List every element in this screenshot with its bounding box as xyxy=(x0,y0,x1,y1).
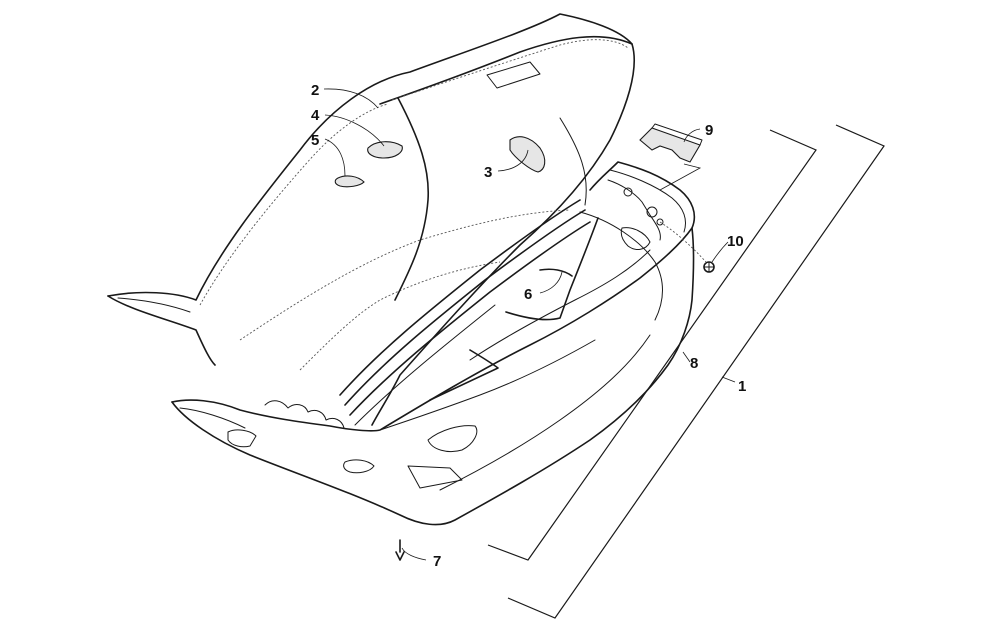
part-7-clip xyxy=(395,539,405,561)
callout-9: 9 xyxy=(705,122,713,139)
callout-5: 5 xyxy=(311,132,319,149)
callout-4: 4 xyxy=(311,107,320,124)
callout-10: 10 xyxy=(727,233,744,250)
seat-base xyxy=(171,161,715,526)
part-3-pad xyxy=(509,136,546,173)
callout-labels: 1 2 3 4 5 6 7 8 9 10 xyxy=(311,82,746,570)
callout-7: 7 xyxy=(433,553,441,570)
leader-lines xyxy=(323,88,729,561)
part-5-pad xyxy=(334,175,365,188)
assembly-brackets xyxy=(487,124,885,619)
part-4-pad xyxy=(367,141,403,159)
callout-1: 1 xyxy=(738,378,746,395)
seat-cushion xyxy=(107,13,636,426)
callout-2: 2 xyxy=(311,82,319,99)
callout-6: 6 xyxy=(524,286,532,303)
part-9-bracket xyxy=(639,123,703,163)
part-10-fastener xyxy=(703,261,715,273)
part-6-rod xyxy=(429,217,599,401)
callout-8: 8 xyxy=(690,355,698,372)
callout-3: 3 xyxy=(484,164,492,181)
